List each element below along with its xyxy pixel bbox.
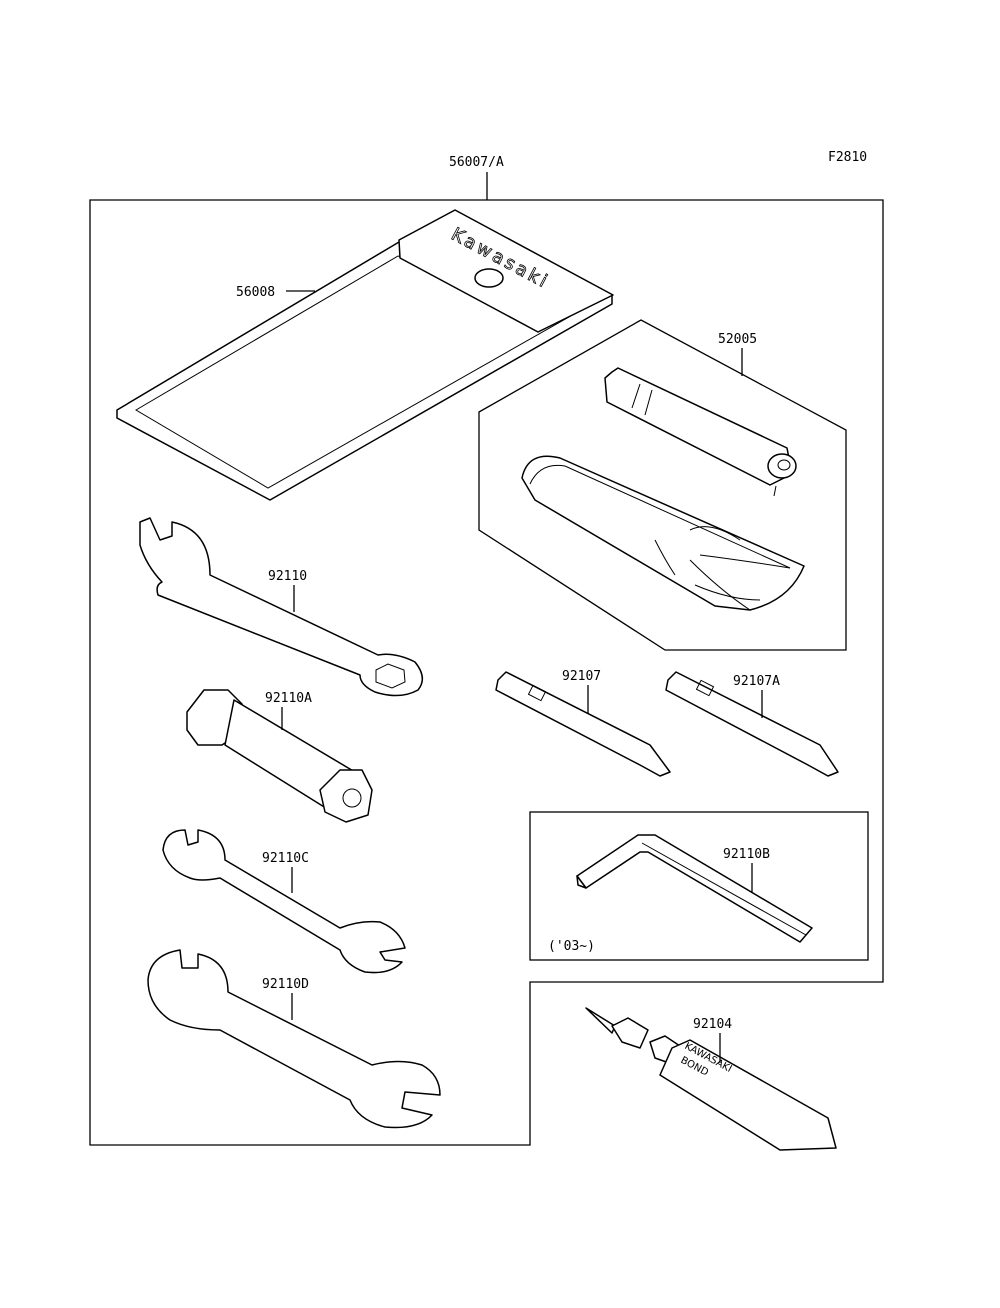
label-56007a: 56007/A [449,155,504,170]
label-92110a: 92110A [265,691,312,706]
hex-key-year-note: ('03~) [548,939,595,954]
bag-frame [478,319,847,651]
hex-key-frame [529,811,869,961]
wrench-92110[interactable] [139,517,424,697]
tool-pouch[interactable]: Kawasaki [116,209,614,501]
bond-tube-92104[interactable]: KAWASAKI BOND [585,1007,837,1151]
box-wrench-92110a[interactable] [186,689,373,823]
snap-button-icon [474,268,504,288]
label-92110b: 92110B [723,847,770,862]
label-92110d: 92110D [262,977,309,992]
label-92107a: 92107A [733,674,780,689]
wrench-92110c[interactable] [162,829,406,974]
screwdriver-92107a[interactable] [665,671,839,777]
diagram-code: F2810 [828,150,867,165]
label-92107: 92107 [562,669,601,684]
label-56008: 56008 [236,285,275,300]
handle-bar[interactable] [604,367,797,497]
label-92104: 92104 [693,1017,732,1032]
tool-bag[interactable] [521,455,805,611]
kit-frame [89,199,884,1146]
wrench-92110d[interactable] [147,949,441,1129]
label-52005: 52005 [718,332,757,347]
screwdriver-92107[interactable] [495,671,671,777]
label-92110c: 92110C [262,851,309,866]
label-92110: 92110 [268,569,307,584]
hex-key-92110b[interactable] [576,834,813,943]
